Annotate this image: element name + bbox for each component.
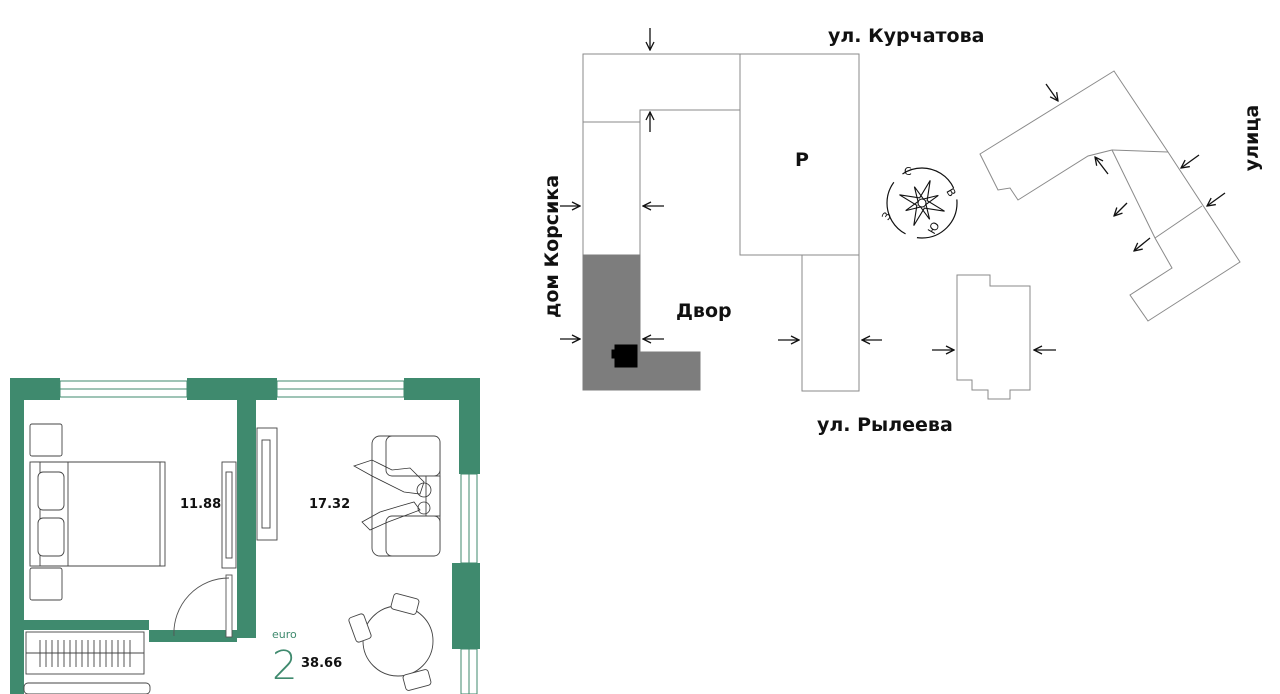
- arrow: [1095, 157, 1109, 175]
- entrance-marker-notch: [611, 349, 619, 359]
- sofa-arm: [385, 435, 441, 477]
- street-west-label: дом Корсика: [541, 174, 563, 318]
- bed-headboard: [29, 461, 41, 567]
- tv: [225, 471, 233, 559]
- chair: [390, 593, 420, 615]
- nightstand: [29, 423, 63, 457]
- compass-north: С: [904, 165, 912, 178]
- arrow: [1207, 192, 1226, 206]
- bed-frame: [159, 461, 166, 567]
- south-building: [801, 254, 860, 392]
- pillow: [37, 517, 65, 557]
- bathtub: [23, 682, 151, 694]
- room-count: 2: [272, 643, 298, 689]
- wall: [237, 378, 256, 638]
- door-leaf: [225, 574, 233, 638]
- arrow: [1134, 237, 1151, 251]
- street-north-label: ул. Курчатова: [828, 25, 985, 47]
- rotated-building-line-2: [1154, 205, 1203, 239]
- compass-icon: С В Ю З: [879, 165, 958, 239]
- wall: [452, 563, 480, 649]
- street-south-label: ул. Рылеева: [817, 414, 953, 436]
- sofa-arm: [385, 515, 441, 557]
- compass-south: Ю: [925, 220, 942, 237]
- tv: [261, 439, 271, 529]
- parking-label: P: [795, 149, 809, 171]
- east-small-building: [956, 274, 1031, 400]
- door-swing: [173, 577, 230, 637]
- entrance-arrows: [560, 28, 1226, 350]
- chair: [348, 613, 372, 643]
- main-building-outline: [582, 53, 741, 256]
- chair: [402, 669, 432, 691]
- courtyard-label: Двор: [676, 300, 732, 322]
- wall: [24, 620, 149, 630]
- total-area: 38.66: [301, 656, 343, 671]
- site-plan: [582, 53, 1241, 400]
- wall: [187, 378, 277, 400]
- arrow: [1114, 202, 1128, 216]
- selected-section: [582, 254, 701, 391]
- wall: [10, 378, 24, 694]
- people-sketch: [353, 459, 432, 531]
- parking-building: [739, 53, 860, 256]
- bedroom-area: 11.88: [180, 497, 222, 512]
- arrow: [1181, 154, 1200, 168]
- wall: [149, 630, 237, 642]
- living-area: 17.32: [309, 497, 351, 512]
- wall: [459, 378, 480, 474]
- apartment-type: euro: [272, 628, 297, 641]
- compass-east: В: [943, 186, 958, 199]
- floor-plan: [10, 378, 480, 694]
- radiator-fins: [26, 640, 144, 667]
- rotated-building-line-1: [1111, 149, 1169, 153]
- street-east-label: улица: [1241, 104, 1263, 172]
- nightstand: [29, 567, 63, 601]
- pillow: [37, 471, 65, 511]
- rotated-building: [979, 70, 1241, 322]
- dining-table: [362, 605, 434, 677]
- arrow: [1045, 83, 1058, 101]
